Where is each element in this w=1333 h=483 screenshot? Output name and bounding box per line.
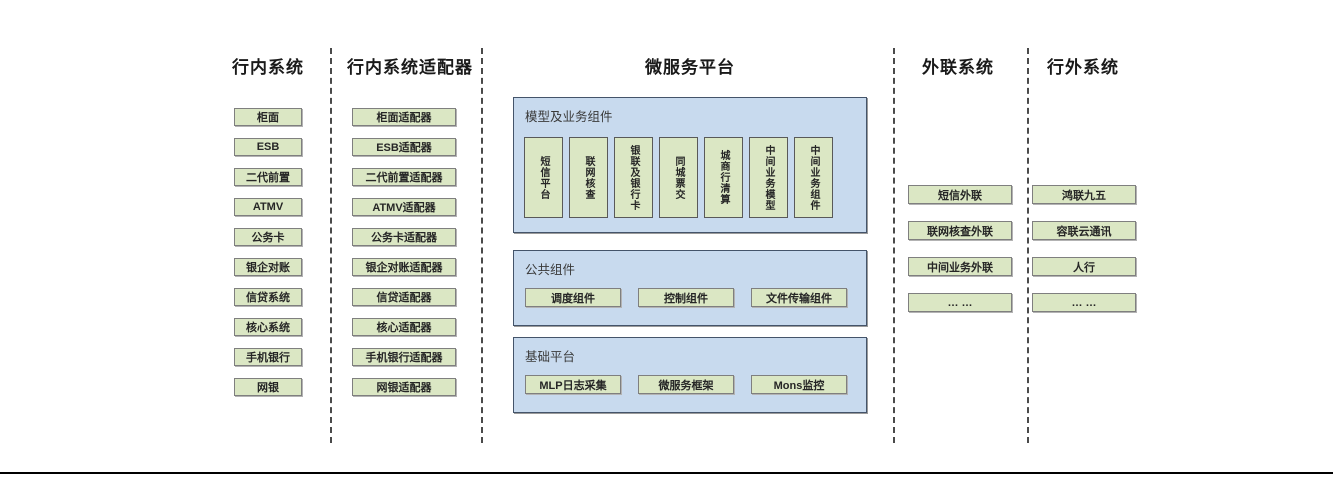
divider-3 [893, 48, 895, 443]
divider-1 [330, 48, 332, 443]
bottom-rule [0, 472, 1333, 474]
external-system-box: 鸿联九五 [1032, 185, 1136, 204]
platform-component-box: 调度组件 [525, 288, 621, 307]
panel-label: 公共组件 [525, 263, 576, 277]
outreach-system-box: 中间业务外联 [908, 257, 1012, 276]
external-system-box: … … [1032, 293, 1136, 312]
adapter-box: 公务卡适配器 [352, 228, 456, 246]
panel-label: 模型及业务组件 [525, 110, 613, 124]
header-external-systems: 行外系统 [1047, 58, 1119, 77]
internal-system-box: ATMV [234, 198, 302, 216]
outreach-system-box: 联网核查外联 [908, 221, 1012, 240]
component-row: 调度组件 控制组件 文件传输组件 [525, 288, 847, 307]
outreach-systems-column: 短信外联 联网核查外联 中间业务外联 … … [908, 185, 1012, 312]
internal-system-box: 网银 [234, 378, 302, 396]
internal-system-box: 柜面 [234, 108, 302, 126]
adapter-box: 核心适配器 [352, 318, 456, 336]
outreach-system-box: … … [908, 293, 1012, 312]
platform-component-box: 联网核查 [569, 137, 608, 218]
internal-system-box: ESB [234, 138, 302, 156]
platform-component-box: 城商行清算 [704, 137, 743, 218]
common-components-panel: 公共组件 调度组件 控制组件 文件传输组件 [513, 250, 867, 326]
vertical-component-row: 短信平台 联网核查 银联及银行卡 同城票交 城商行清算 中间业务模型 中间业务组… [524, 137, 833, 218]
model-business-components-panel: 模型及业务组件 短信平台 联网核查 银联及银行卡 同城票交 城商行清算 中间业务… [513, 97, 867, 233]
adapter-box: 手机银行适配器 [352, 348, 456, 366]
platform-component-box: 微服务框架 [638, 375, 734, 394]
platform-component-box: 文件传输组件 [751, 288, 847, 307]
panel-label: 基础平台 [525, 350, 576, 364]
external-system-box: 容联云通讯 [1032, 221, 1136, 240]
platform-component-box: 银联及银行卡 [614, 137, 653, 218]
adapter-box: 信贷适配器 [352, 288, 456, 306]
adapter-box: 网银适配器 [352, 378, 456, 396]
adapter-box: 银企对账适配器 [352, 258, 456, 276]
platform-component-box: MLP日志采集 [525, 375, 621, 394]
outreach-system-box: 短信外联 [908, 185, 1012, 204]
adapter-box: 柜面适配器 [352, 108, 456, 126]
divider-4 [1027, 48, 1029, 443]
external-system-box: 人行 [1032, 257, 1136, 276]
component-row: MLP日志采集 微服务框架 Mons监控 [525, 375, 847, 394]
divider-2 [481, 48, 483, 443]
base-platform-panel: 基础平台 MLP日志采集 微服务框架 Mons监控 [513, 337, 867, 413]
internal-system-box: 银企对账 [234, 258, 302, 276]
adapter-box: 二代前置适配器 [352, 168, 456, 186]
platform-component-box: 控制组件 [638, 288, 734, 307]
header-internal-adapters: 行内系统适配器 [347, 58, 473, 77]
internal-system-box: 核心系统 [234, 318, 302, 336]
internal-system-box: 信贷系统 [234, 288, 302, 306]
internal-system-box: 公务卡 [234, 228, 302, 246]
platform-component-box: 中间业务组件 [794, 137, 833, 218]
internal-system-box: 手机银行 [234, 348, 302, 366]
adapter-box: ESB适配器 [352, 138, 456, 156]
header-outreach-systems: 外联系统 [922, 58, 994, 77]
platform-component-box: 同城票交 [659, 137, 698, 218]
header-microservice-platform: 微服务平台 [645, 58, 735, 77]
internal-system-box: 二代前置 [234, 168, 302, 186]
external-systems-column: 鸿联九五 容联云通讯 人行 … … [1032, 185, 1136, 312]
header-internal-systems: 行内系统 [232, 58, 304, 77]
platform-component-box: 短信平台 [524, 137, 563, 218]
internal-adapters-column: 柜面适配器 ESB适配器 二代前置适配器 ATMV适配器 公务卡适配器 银企对账… [352, 108, 456, 396]
internal-systems-column: 柜面 ESB 二代前置 ATMV 公务卡 银企对账 信贷系统 核心系统 手机银行… [234, 108, 302, 396]
platform-component-box: 中间业务模型 [749, 137, 788, 218]
platform-component-box: Mons监控 [751, 375, 847, 394]
adapter-box: ATMV适配器 [352, 198, 456, 216]
